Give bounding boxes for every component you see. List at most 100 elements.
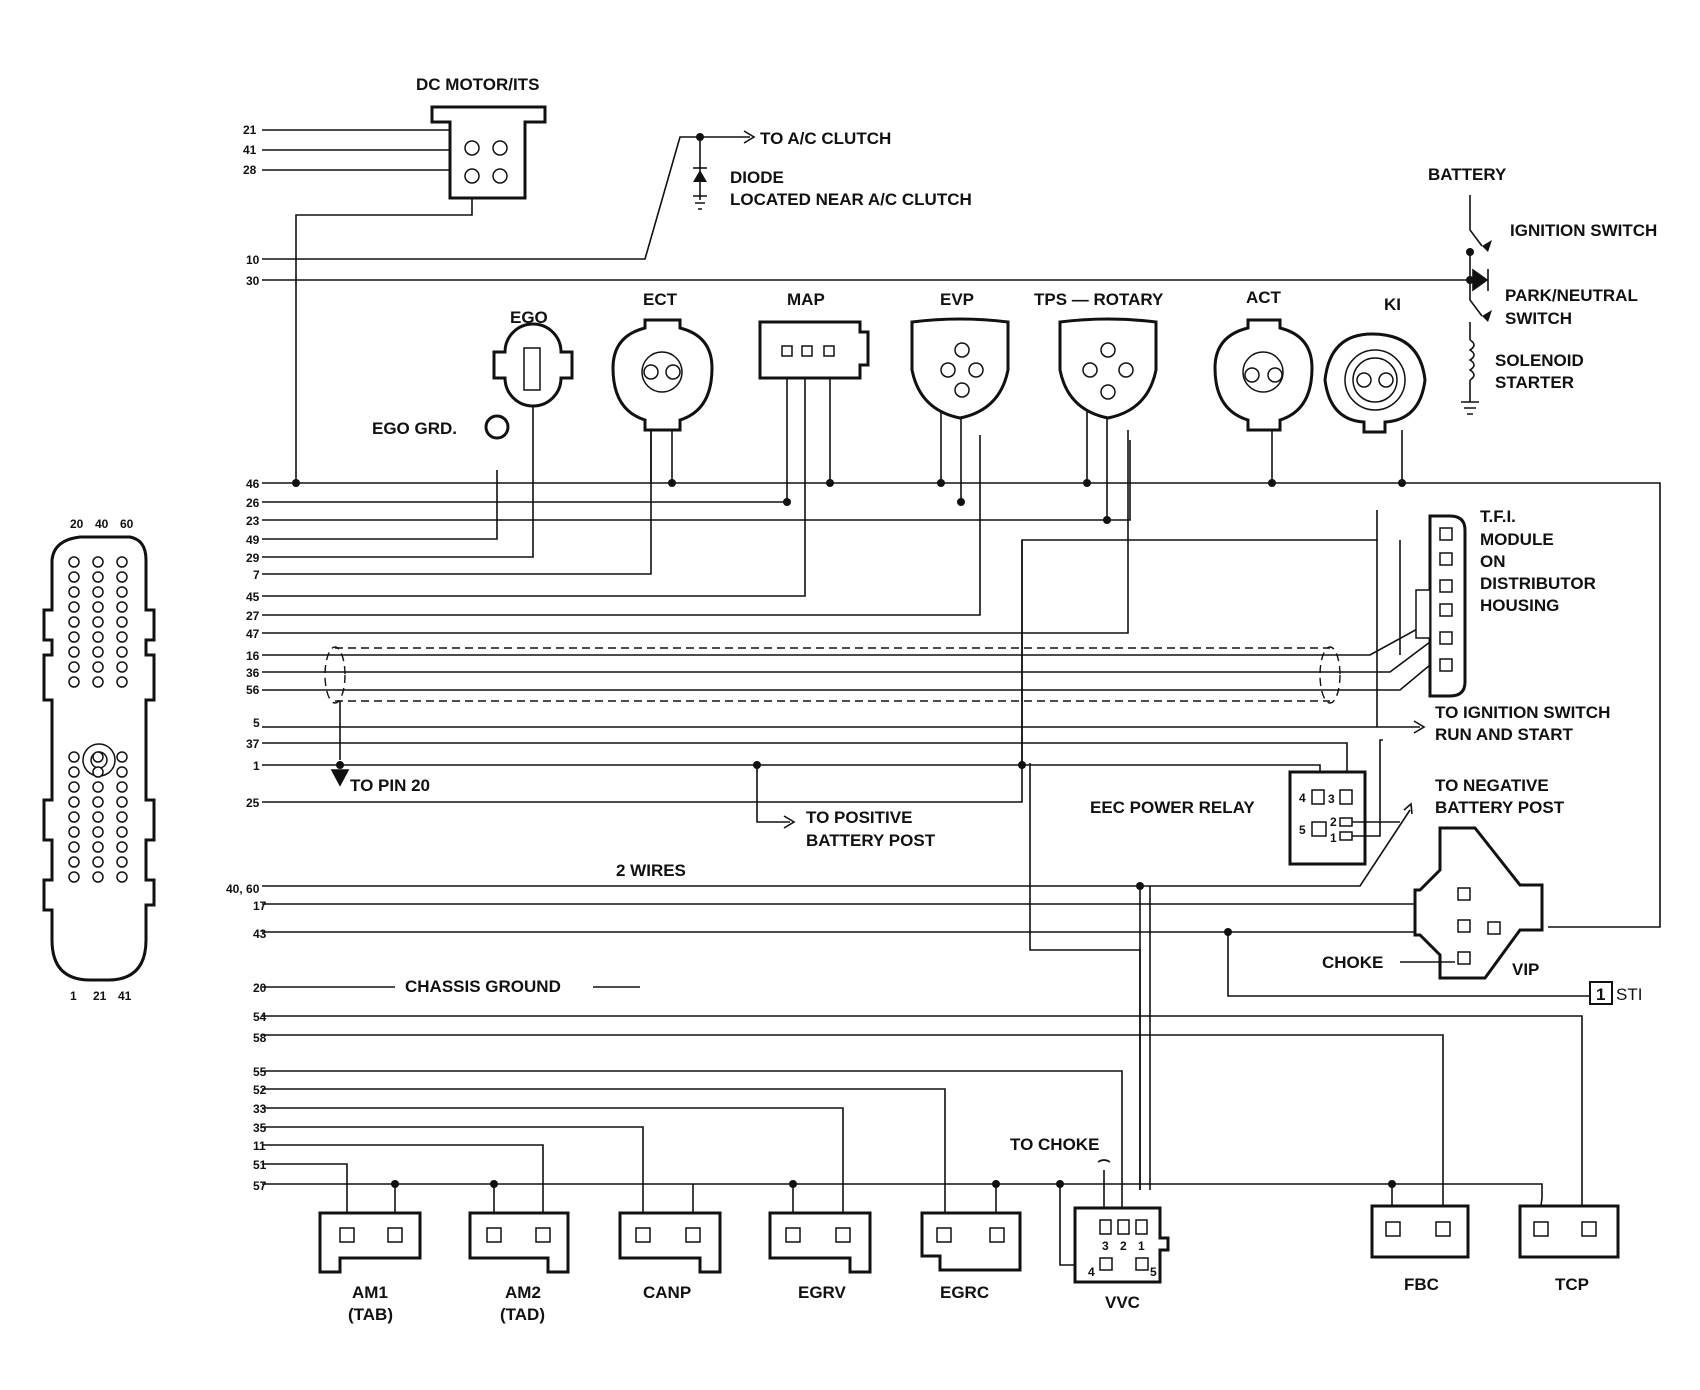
sti-number: 1	[1596, 985, 1605, 1004]
connector-cavity	[116, 796, 128, 808]
connector-cavity	[92, 631, 104, 643]
connector-cavity	[116, 661, 128, 673]
egrc-solenoid: EGRC	[920, 1211, 1022, 1302]
connector-cavity	[92, 856, 104, 868]
tfi-distributor-label: DISTRIBUTOR	[1480, 574, 1596, 593]
pin-30: 30	[246, 274, 260, 288]
connector-cavity	[116, 646, 128, 658]
to-ignition-switch-label: TO IGNITION SWITCH	[1435, 703, 1610, 722]
connector-cavity	[116, 751, 128, 763]
choke-label: CHOKE	[1322, 953, 1383, 972]
pin-36: 36	[246, 666, 260, 680]
am1-solenoid: AM1 (TAB)	[318, 1211, 422, 1324]
relay-pin-1: 1	[1330, 831, 1337, 845]
pin-51: 51	[253, 1158, 267, 1172]
pin-55: 55	[253, 1065, 267, 1079]
wire-junction	[992, 1180, 1000, 1188]
wire-junction	[336, 761, 344, 769]
connector-cavity	[116, 571, 128, 583]
connector-cavity	[68, 841, 80, 853]
wire-junction	[957, 498, 965, 506]
eec-power-relay: 4 3 5 2 1 EEC POWER RELAY	[1090, 739, 1400, 866]
connector-cavity	[68, 856, 80, 868]
canp-label: CANP	[643, 1283, 691, 1302]
connector-cavity	[68, 616, 80, 628]
evp-sensor: EVP	[910, 290, 1010, 420]
tps-label: TPS — ROTARY	[1034, 290, 1164, 309]
connector-pin-20: 20	[70, 517, 84, 531]
tfi-on-label: ON	[1480, 552, 1506, 571]
am2-label: AM2	[505, 1283, 541, 1302]
connector-cavity	[92, 781, 104, 793]
tcp-solenoid: TCP	[1518, 1204, 1620, 1294]
connector-cavity	[92, 796, 104, 808]
connector-cavity	[68, 751, 80, 763]
vip-connector: CHOKE VIP	[1322, 826, 1544, 980]
connector-cavity	[92, 556, 104, 568]
wire-junction	[753, 761, 761, 769]
act-sensor: ACT	[1213, 288, 1314, 432]
negative-battery-post-label: BATTERY POST	[1435, 798, 1565, 817]
tfi-module-label: MODULE	[1480, 530, 1554, 549]
connector-cavity	[116, 676, 128, 688]
connector-cavity	[92, 661, 104, 673]
pin-46: 46	[246, 477, 260, 491]
am1-sub-label: (TAB)	[348, 1305, 393, 1324]
vvc-connector: 3 2 1 4 5 VVC	[1073, 1206, 1170, 1312]
tfi-housing-label: HOUSING	[1480, 596, 1559, 615]
connector-cavity	[92, 571, 104, 583]
vvc-pin-2: 2	[1120, 1239, 1127, 1253]
connector-cavity	[92, 601, 104, 613]
wire-junction	[696, 133, 704, 141]
ego-sensor: EGO EGO GRD.	[372, 308, 574, 440]
connector-pin-21: 21	[93, 989, 107, 1003]
pin-49: 49	[246, 533, 260, 547]
pin-56: 56	[246, 683, 260, 697]
wire-junction	[1083, 479, 1091, 487]
pin-45: 45	[246, 590, 260, 604]
pin-54: 54	[253, 1010, 267, 1024]
wire-junction	[1398, 479, 1406, 487]
map-sensor: MAP	[758, 290, 870, 380]
am2-sub-label: (TAD)	[500, 1305, 545, 1324]
pin-33: 33	[253, 1102, 267, 1116]
connector-cavity	[92, 676, 104, 688]
wire-junction	[391, 1180, 399, 1188]
diode-location-label: LOCATED NEAR A/C CLUTCH	[730, 190, 972, 209]
relay-pin-2: 2	[1330, 815, 1337, 829]
pin-40-60: 40, 60	[226, 882, 260, 896]
fbc-solenoid: FBC	[1370, 1204, 1470, 1294]
relay-pin-4: 4	[1299, 791, 1306, 805]
park-neutral-switch-label: SWITCH	[1505, 309, 1572, 328]
connector-cavity	[116, 811, 128, 823]
evp-label: EVP	[940, 290, 974, 309]
dc-motor-its-connector: DC MOTOR/ITS	[416, 75, 547, 200]
ki-sensor: KI	[1323, 295, 1427, 434]
diode-symbol: DIODE LOCATED NEAR A/C CLUTCH TO A/C CLU…	[693, 129, 972, 209]
relay-pin-5: 5	[1299, 823, 1306, 837]
ignition-switch-label: IGNITION SWITCH	[1510, 221, 1657, 240]
wire-junction	[1136, 882, 1144, 890]
vvc-label: VVC	[1105, 1293, 1140, 1312]
wire-junction	[490, 1180, 498, 1188]
wire-junction	[937, 479, 945, 487]
connector-cavity	[92, 751, 104, 763]
connector-cavity	[92, 766, 104, 778]
solenoid-label: SOLENOID	[1495, 351, 1584, 370]
to-negative-label: TO NEGATIVE	[1435, 776, 1549, 795]
connector-cavity	[68, 601, 80, 613]
wire-junction	[1388, 1180, 1396, 1188]
map-label: MAP	[787, 290, 825, 309]
wire-junction	[783, 498, 791, 506]
wire-junction	[789, 1180, 797, 1188]
connector-cavity	[92, 646, 104, 658]
ego-label: EGO	[510, 308, 548, 327]
vvc-pin-4: 4	[1088, 1265, 1095, 1279]
pin-47: 47	[246, 627, 260, 641]
pin-1: 1	[253, 759, 260, 773]
ki-label: KI	[1384, 295, 1401, 314]
vvc-pin-5: 5	[1150, 1265, 1157, 1279]
act-label: ACT	[1246, 288, 1282, 307]
pin-28: 28	[243, 163, 257, 177]
